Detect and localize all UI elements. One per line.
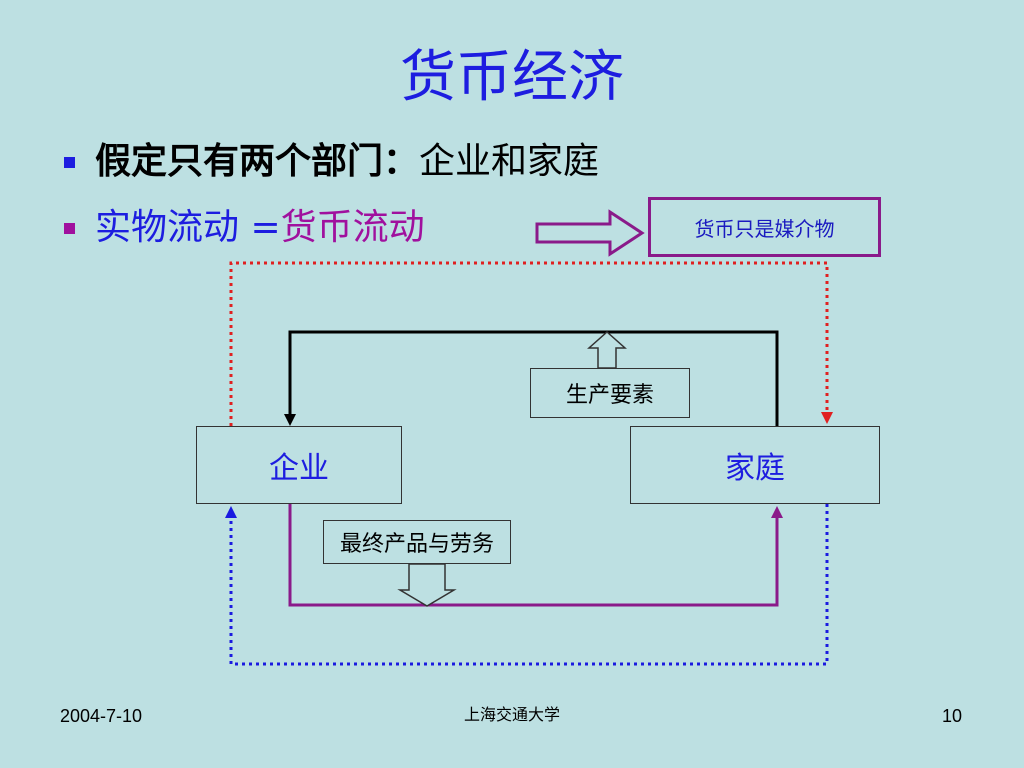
final-goods-services-label: 最终产品与劳务 (323, 520, 511, 564)
bullet-sectors: 假定只有两个部门： 企业和家庭 (64, 138, 599, 186)
bullet-real-flow-text: 实物流动 = (95, 207, 281, 248)
hollow-right-arrow-icon (535, 209, 645, 257)
money-flow-top-line (229, 261, 829, 426)
slide-title: 货币经济 (400, 45, 624, 110)
money-flow-top-arrowhead (821, 412, 833, 424)
hollow-up-arrow-icon (587, 330, 627, 369)
money-flow-bottom-arrowhead (225, 506, 237, 518)
money-medium-note-box: 货币只是媒介物 (648, 197, 881, 257)
real-flow-top-arrowhead (284, 414, 296, 426)
household-node: 家庭 (630, 426, 880, 504)
factors-of-production-label: 生产要素 (530, 368, 690, 418)
real-flow-bottom-arrowhead (771, 506, 783, 518)
square-bullet-icon (64, 156, 75, 168)
footer-date: 2004-7-10 (60, 706, 143, 726)
bullet-money-flow-text: 货币流动 (280, 207, 425, 248)
square-bullet-icon (64, 222, 75, 234)
footer-page-number: 10 (941, 706, 962, 726)
money-flow-bottom-line (229, 504, 829, 666)
hollow-down-arrow-icon (397, 563, 457, 607)
real-flow-top-line (288, 330, 779, 426)
bullet-sectors-plain-text: 企业和家庭 (419, 141, 600, 182)
real-flow-bottom-line (288, 504, 779, 607)
firm-node: 企业 (196, 426, 402, 504)
footer-organization: 上海交通大学 (463, 707, 560, 724)
bullet-flow-equality: 实物流动 = 货币流动 (64, 200, 425, 256)
bullet-sectors-bold-text: 假定只有两个部门： (95, 141, 420, 182)
